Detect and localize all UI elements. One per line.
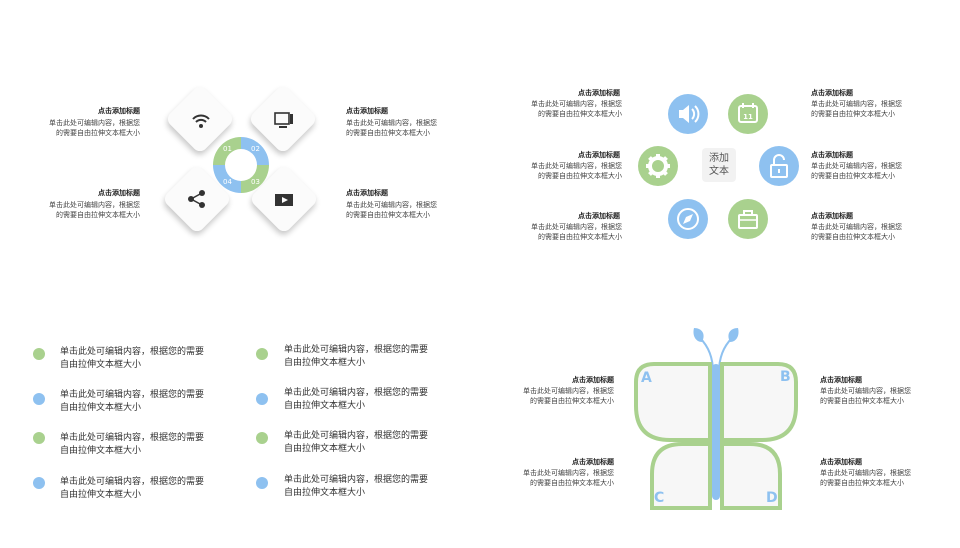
q2-item-2-title: 点击添加标题 bbox=[811, 89, 853, 97]
list-item: 单击此处可编辑内容，根据您的需要自由拉伸文本框大小 bbox=[60, 347, 205, 370]
q4-item-d-body: 单击此处可编辑内容，根据您的需要自由拉伸文本框大小 bbox=[820, 469, 911, 487]
q2-item-3-body: 单击此处可编辑内容，根据您的需要自由拉伸文本框大小 bbox=[531, 162, 622, 180]
bullet-dot bbox=[33, 348, 45, 360]
wing-letter-c: C bbox=[654, 490, 664, 506]
wifi-icon bbox=[192, 114, 210, 128]
q1-item-3-body: 单击此处可编辑内容，根据您的需要自由拉伸文本框大小 bbox=[49, 201, 140, 219]
calendar-icon: 11 bbox=[738, 103, 758, 123]
q2-circle-4 bbox=[759, 146, 799, 186]
bullet-dot bbox=[256, 348, 268, 360]
center-label-line2: 文本 bbox=[709, 166, 729, 177]
ring-label-03: 03 bbox=[251, 178, 260, 186]
q4-item-a-body: 单击此处可编辑内容，根据您的需要自由拉伸文本框大小 bbox=[523, 387, 614, 405]
wing-letter-d: D bbox=[766, 490, 778, 506]
q2-item-4-title: 点击添加标题 bbox=[811, 151, 853, 159]
share-icon bbox=[188, 190, 205, 208]
q4-item-b-body: 单击此处可编辑内容，根据您的需要自由拉伸文本框大小 bbox=[820, 387, 911, 405]
video-icon bbox=[275, 194, 293, 206]
q1-center-ring: 01 02 03 04 bbox=[213, 137, 269, 193]
wing-letter-b: B bbox=[780, 369, 791, 385]
bullet-dot bbox=[33, 477, 45, 489]
q2-item-2-body: 单击此处可编辑内容，根据您的需要自由拉伸文本框大小 bbox=[811, 100, 902, 118]
list-item: 单击此处可编辑内容，根据您的需要自由拉伸文本框大小 bbox=[284, 345, 429, 368]
bullet-dot bbox=[33, 432, 45, 444]
q4-item-d-title: 点击添加标题 bbox=[820, 458, 862, 466]
list-item: 单击此处可编辑内容，根据您的需要自由拉伸文本框大小 bbox=[284, 388, 429, 411]
q1-item-1-body: 单击此处可编辑内容，根据您的需要自由拉伸文本框大小 bbox=[49, 119, 140, 137]
speaker-icon bbox=[679, 105, 700, 123]
ring-label-01: 01 bbox=[223, 145, 232, 153]
bullet-dot bbox=[33, 393, 45, 405]
q4-item-a-title: 点击添加标题 bbox=[572, 376, 614, 384]
monitor-icon bbox=[274, 112, 293, 128]
q2-item-6-title: 点击添加标题 bbox=[811, 212, 853, 220]
q4-item-c-body: 单击此处可编辑内容，根据您的需要自由拉伸文本框大小 bbox=[523, 469, 614, 487]
unlock-icon bbox=[770, 154, 788, 178]
q2-circle-1 bbox=[668, 94, 708, 134]
q1-item-3-title: 点击添加标题 bbox=[98, 189, 140, 197]
q4-item-b-title: 点击添加标题 bbox=[820, 376, 862, 384]
q2-circle-5 bbox=[668, 199, 708, 239]
q1-item-1-title: 点击添加标题 bbox=[98, 107, 140, 115]
ring-label-04: 04 bbox=[223, 178, 232, 186]
q1-item-2-body: 单击此处可编辑内容，根据您的需要自由拉伸文本框大小 bbox=[346, 119, 437, 137]
butterfly-shape: A B C D bbox=[634, 328, 798, 510]
bullet-dot bbox=[256, 477, 268, 489]
list-item: 单击此处可编辑内容，根据您的需要自由拉伸文本框大小 bbox=[60, 477, 205, 500]
briefcase-icon bbox=[738, 210, 758, 229]
q2-item-6-body: 单击此处可编辑内容，根据您的需要自由拉伸文本框大小 bbox=[811, 223, 902, 241]
calendar-day: 11 bbox=[743, 113, 753, 121]
list-item: 单击此处可编辑内容，根据您的需要自由拉伸文本框大小 bbox=[60, 390, 205, 413]
q1-item-4-body: 单击此处可编辑内容，根据您的需要自由拉伸文本框大小 bbox=[346, 201, 437, 219]
wing-letter-a: A bbox=[641, 370, 652, 386]
q2-item-1-title: 点击添加标题 bbox=[578, 89, 620, 97]
center-label-line1: 添加 bbox=[709, 153, 729, 164]
list-item: 单击此处可编辑内容，根据您的需要自由拉伸文本框大小 bbox=[284, 475, 429, 498]
q2-item-1-body: 单击此处可编辑内容，根据您的需要自由拉伸文本框大小 bbox=[531, 100, 622, 118]
q2-item-5-title: 点击添加标题 bbox=[578, 212, 620, 220]
ring-label-02: 02 bbox=[251, 145, 260, 153]
list-item: 单击此处可编辑内容，根据您的需要自由拉伸文本框大小 bbox=[60, 433, 205, 456]
q1-item-2-title: 点击添加标题 bbox=[346, 107, 388, 115]
list-item: 单击此处可编辑内容，根据您的需要自由拉伸文本框大小 bbox=[284, 431, 429, 454]
q1-item-4-title: 点击添加标题 bbox=[346, 189, 388, 197]
gear-icon bbox=[646, 154, 670, 178]
q4-item-c-title: 点击添加标题 bbox=[572, 458, 614, 466]
q2-item-3-title: 点击添加标题 bbox=[578, 151, 620, 159]
q2-circle-3 bbox=[638, 146, 678, 186]
q2-circle-2: 11 bbox=[728, 94, 768, 134]
bullet-dot bbox=[256, 393, 268, 405]
q2-circle-6 bbox=[728, 199, 768, 239]
compass-icon bbox=[677, 208, 699, 230]
bullet-dot bbox=[256, 432, 268, 444]
q2-item-5-body: 单击此处可编辑内容，根据您的需要自由拉伸文本框大小 bbox=[531, 223, 622, 241]
q2-item-4-body: 单击此处可编辑内容，根据您的需要自由拉伸文本框大小 bbox=[811, 162, 902, 180]
q2-center-label: 添加 文本 bbox=[702, 148, 736, 182]
